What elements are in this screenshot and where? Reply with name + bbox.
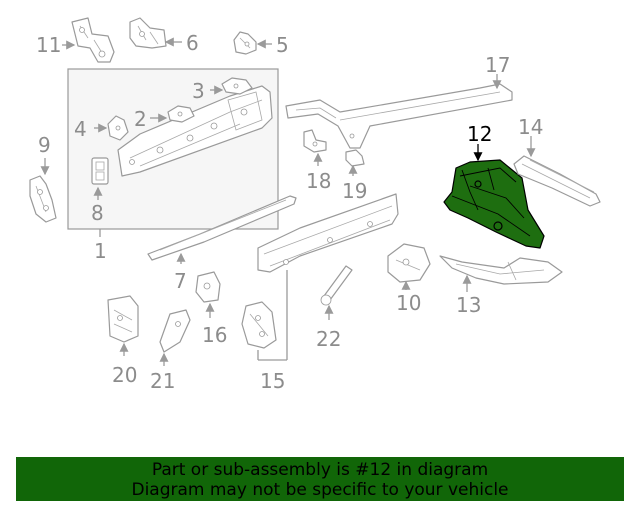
- callout-13[interactable]: 13: [456, 293, 481, 317]
- part-5-bracket[interactable]: [233, 31, 257, 55]
- part-8-pad[interactable]: [91, 157, 109, 185]
- callout-15[interactable]: 15: [260, 369, 285, 393]
- part-22-rod[interactable]: [320, 265, 353, 306]
- callout-10[interactable]: 10: [396, 291, 421, 315]
- part-2-bracket[interactable]: [167, 105, 195, 123]
- callout-16[interactable]: 16: [202, 323, 227, 347]
- part-17-side-rail[interactable]: [285, 83, 513, 149]
- part-15-lower-rail[interactable]: [257, 193, 399, 273]
- callout-6[interactable]: 6: [186, 31, 199, 55]
- part-19-bracket[interactable]: [345, 149, 365, 167]
- callout-7[interactable]: 7: [174, 269, 187, 293]
- callout-14[interactable]: 14: [518, 115, 543, 139]
- part-14-cross-member[interactable]: [513, 155, 601, 207]
- part-21-bracket[interactable]: [159, 309, 191, 353]
- part-15-bracket[interactable]: [241, 301, 277, 349]
- part-12-highlighted[interactable]: [443, 159, 545, 249]
- part-6-bracket[interactable]: [129, 17, 167, 49]
- part-18-bracket[interactable]: [303, 129, 327, 153]
- part-9-bracket[interactable]: [29, 175, 57, 223]
- part-4-bracket[interactable]: [107, 115, 129, 141]
- callout-22[interactable]: 22: [316, 327, 341, 351]
- callout-17[interactable]: 17: [485, 53, 510, 77]
- callout-8[interactable]: 8: [91, 201, 104, 225]
- part-16-bracket[interactable]: [195, 271, 221, 303]
- banner-line-2: Diagram may not be specific to your vehi…: [131, 480, 509, 500]
- leader-15: [257, 270, 288, 361]
- callout-2[interactable]: 2: [134, 107, 147, 131]
- info-banner: Part or sub-assembly is #12 in diagram D…: [16, 457, 624, 501]
- banner-line-1: Part or sub-assembly is #12 in diagram: [151, 460, 489, 480]
- callout-21[interactable]: 21: [150, 369, 175, 393]
- part-13-floor-pan[interactable]: [439, 255, 563, 285]
- callout-19[interactable]: 19: [342, 179, 367, 203]
- part-11-bracket[interactable]: [71, 17, 115, 63]
- part-1-front-rail[interactable]: [117, 85, 273, 177]
- callout-5[interactable]: 5: [276, 33, 289, 57]
- callout-9[interactable]: 9: [38, 133, 51, 157]
- callout-20[interactable]: 20: [112, 363, 137, 387]
- callout-1[interactable]: 1: [94, 239, 107, 263]
- part-20-bracket[interactable]: [107, 295, 139, 343]
- callout-12[interactable]: 12: [467, 122, 492, 146]
- callout-18[interactable]: 18: [306, 169, 331, 193]
- callout-11[interactable]: 11: [36, 33, 61, 57]
- part-3-bracket[interactable]: [221, 77, 253, 95]
- part-7-reinforcement[interactable]: [147, 195, 297, 261]
- callout-4[interactable]: 4: [74, 117, 87, 141]
- part-10-mount[interactable]: [387, 243, 431, 283]
- parts-diagram: 11 6 5 3 2 4: [29, 17, 601, 393]
- callout-3[interactable]: 3: [192, 79, 205, 103]
